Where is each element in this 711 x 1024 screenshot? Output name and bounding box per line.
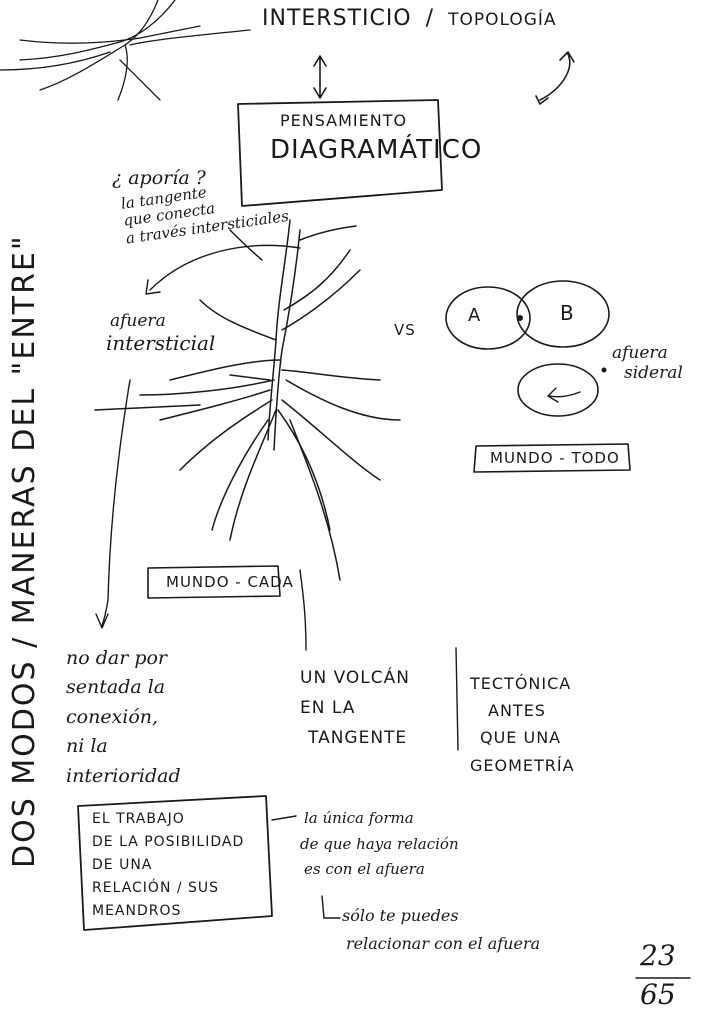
center-drop-line [299,569,307,651]
br-line1: la única forma [304,809,414,827]
sub-line1: sólo te puedes [342,906,459,925]
tectonic-separator [455,647,459,751]
tectonic-line4: GEOMETRÍA [470,755,575,775]
header-title-left: INTERSTICIO [262,6,412,31]
mundo-todo-label: MUNDO - TODO [490,449,620,467]
bb-line3: DE UNA [92,857,153,874]
venn-label-a: A [468,305,482,326]
bottom-connector [271,815,297,821]
vs-label: VS [394,321,416,339]
volcano-line3: TANGENTE [308,727,408,748]
topology-sketch [0,0,251,101]
sub-line2: relacionar con el afuera [346,934,541,953]
apory-question: ¿ aporía ? [112,167,206,189]
sideral-line1: afuera [612,343,668,363]
central-box-border [237,99,443,207]
volcano-line1: UN VOLCÁN [300,668,410,688]
page-numbers: 23 65 [640,936,676,1014]
central-box-line1: PENSAMIENTO [280,111,408,130]
afuera-intersticial-note: afuera intersticial [106,311,216,355]
br-line2: de que haya relación [300,834,459,853]
left-drop-line [95,379,131,629]
bl-line2: sentada la [66,676,166,699]
bl-line1: no dar por [66,647,168,669]
tectonic-line3: QUE UNA [480,728,562,748]
volcano-notes: UN VOLCÁN EN LA TANGENTE [300,664,410,753]
vertical-title: DOS MODOS / MANERAS DEL "ENTRE" [7,234,42,868]
sideral-line2: sideral [624,362,683,383]
mundo-cada-label: MUNDO - CADA [166,573,294,591]
afuera-sideral-note: afuera sideral [612,343,683,383]
tangent-arrow [145,244,301,295]
bl-line3: conexión, [66,705,159,728]
bl-line4: ni la [66,735,108,758]
bb-line1: EL TRABAJO [92,811,185,827]
header-title: INTERSTICIO / TOPOLOGÍA [262,6,557,31]
bb-line4: RELACIÓN / SUS [92,880,220,897]
sub-note: sólo te puedes relacionar con el afuera [342,902,540,958]
bl-line5: interioridad [66,764,181,787]
double-arrow [313,55,327,99]
venn-diagram [445,280,610,350]
afuera-line2: intersticial [106,330,216,355]
br-line3: es con el afuera [304,860,425,878]
tectonic-line1: TECTÓNICA [470,674,572,693]
bb-line5: MEANDROS [92,903,182,920]
bottom-box: EL TRABAJO DE LA POSIBILIDAD DE UNA RELA… [92,808,244,923]
page-number-top: 23 [640,939,676,972]
venn-label-b: B [560,301,575,325]
page-number-bottom: 65 [640,978,676,1012]
central-box-line2: DIAGRAMÁTICO [270,135,483,166]
header-title-right: TOPOLOGÍA [448,10,557,30]
bottom-box-border [77,795,273,931]
afuera-line1: afuera [110,311,166,331]
sub-note-bracket [321,895,341,919]
sideral-circle [517,363,599,417]
mundo-todo-box [473,443,631,473]
cycle-arrow [535,51,575,105]
bb-line2: DE LA POSIBILIDAD [92,834,245,851]
header-title-separator: / [425,6,435,31]
tectonic-line2: ANTES [488,701,546,721]
tectonic-notes: TECTÓNICA ANTES QUE UNA GEOMETRÍA [470,670,575,779]
volcano-line2: EN LA [300,697,356,718]
mundo-cada-box [147,565,281,599]
bottom-left-notes: no dar por sentada la conexión, ni la in… [66,644,181,791]
volcano-tree [94,219,401,581]
bottom-right-notes: la única forma de que haya relación es c… [300,806,459,883]
central-box: PENSAMIENTO DIAGRAMÁTICO [270,111,483,166]
